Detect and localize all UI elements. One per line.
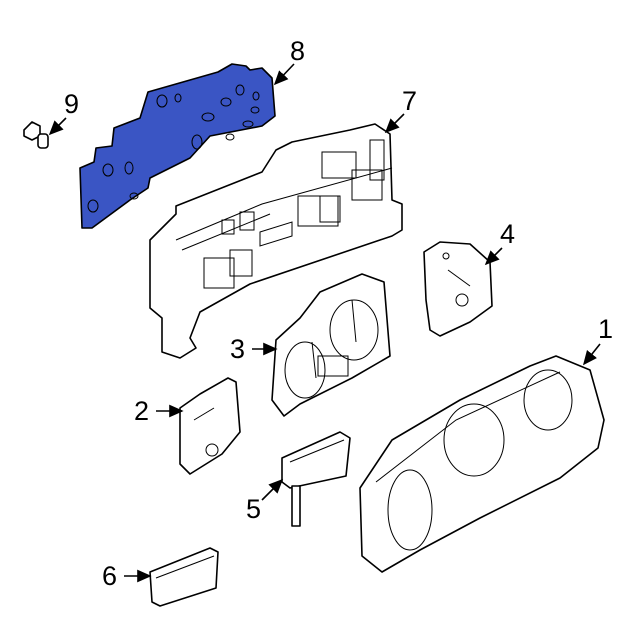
callout-6: 6: [102, 561, 152, 591]
part-8-printed-circuit[interactable]: [79, 63, 276, 229]
callout-3: 3: [230, 334, 278, 364]
part-7-cluster-housing[interactable]: [149, 123, 403, 359]
callout-5: 5: [246, 478, 284, 524]
svg-text:8: 8: [290, 36, 305, 66]
callout-7: 7: [384, 86, 417, 134]
part-3-dial-face[interactable]: [271, 273, 391, 417]
callout-1: 1: [583, 314, 613, 366]
svg-text:7: 7: [402, 86, 417, 116]
svg-text:4: 4: [500, 219, 515, 249]
callout-2: 2: [134, 396, 184, 426]
svg-text:9: 9: [64, 89, 79, 119]
callout-9: 9: [48, 89, 79, 136]
callout-8: 8: [273, 36, 305, 86]
part-1-lens-bezel[interactable]: [359, 355, 605, 573]
part-2-gauge[interactable]: [179, 377, 241, 475]
part-4-gauge[interactable]: [423, 241, 493, 337]
svg-text:5: 5: [246, 494, 261, 524]
svg-text:6: 6: [102, 561, 117, 591]
svg-text:2: 2: [134, 396, 149, 426]
part-6-bracket[interactable]: [149, 547, 219, 607]
callout-4: 4: [484, 219, 515, 266]
svg-text:1: 1: [598, 314, 613, 344]
part-5-switch[interactable]: [281, 431, 351, 527]
part-9-screw[interactable]: [23, 121, 49, 149]
svg-text:3: 3: [230, 334, 245, 364]
